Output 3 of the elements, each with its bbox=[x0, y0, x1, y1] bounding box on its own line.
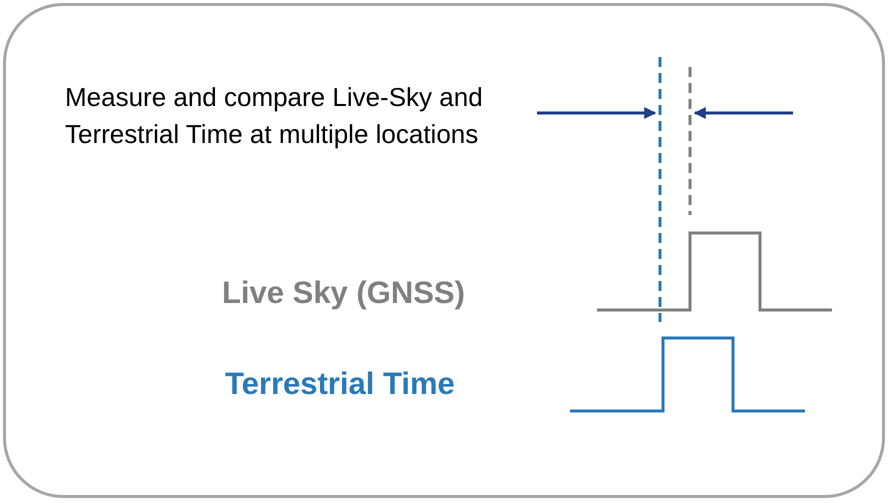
signal-label: Live Sky (GNSS) bbox=[222, 274, 466, 312]
signal-label: Terrestrial Time bbox=[225, 365, 456, 403]
description-text: Measure and compare Live-Sky and Terrestrial Time at multiple locations bbox=[65, 81, 484, 151]
